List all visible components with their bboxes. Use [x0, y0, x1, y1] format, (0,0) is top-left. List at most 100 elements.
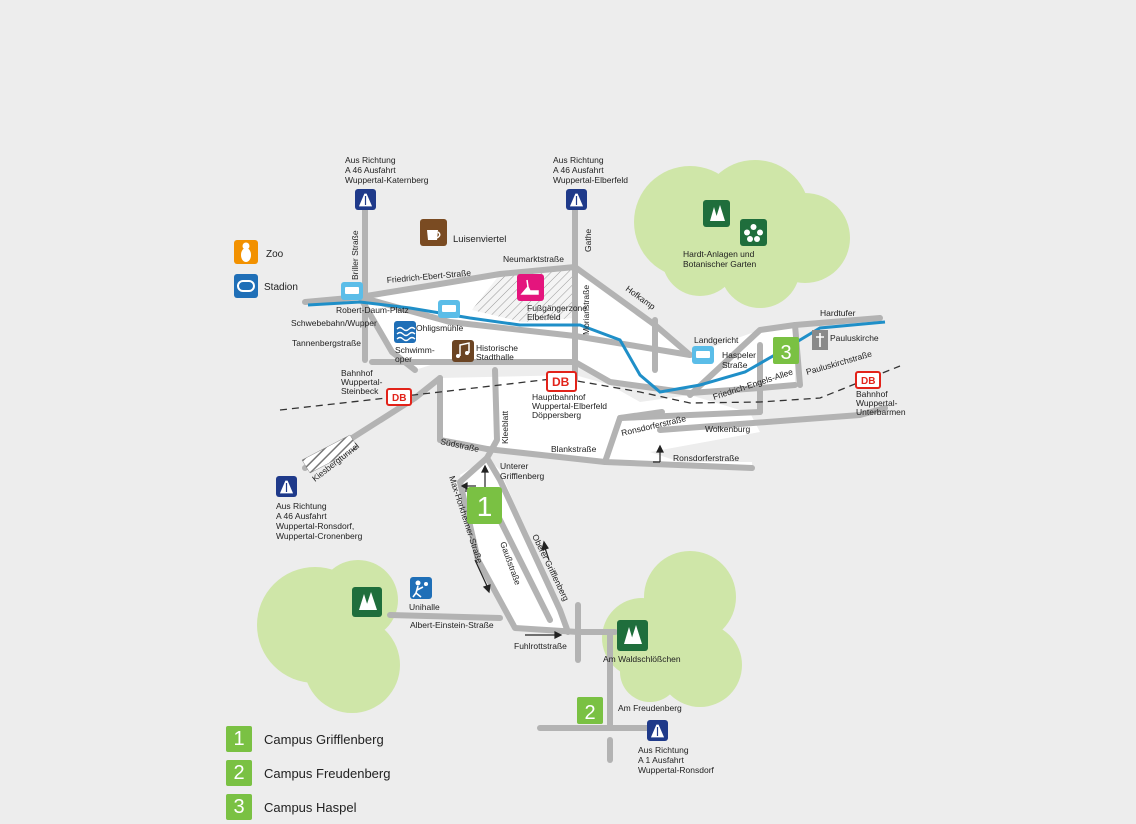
place-label-fussgaengerzone: Elberfeld [527, 312, 561, 322]
direction-line: A 46 Ausfahrt [276, 511, 327, 521]
direction-ronsdorf-cronenberg: Aus Richtung A 46 Ausfahrt Wuppertal-Ron… [276, 501, 363, 541]
legend-item-campus-2[interactable]: 2 Campus Freudenberg [226, 756, 526, 790]
legend-number: 3 [226, 794, 252, 820]
church-icon [812, 330, 828, 350]
station-label-steinbeck: Steinbeck [341, 386, 379, 396]
legend-label: Campus Haspel [264, 799, 357, 815]
suspension-railway-icon [438, 300, 460, 318]
db-station-icon: DB [855, 371, 881, 389]
place-label-luisenviertel: Luisenviertel [453, 234, 506, 245]
station-label-hauptbahnhof: Hauptbahnhof [532, 392, 586, 402]
place-label-unterer-grifflenberg: Grifflenberg [500, 471, 545, 481]
place-label-haspeler-strasse: Haspeler [722, 350, 756, 360]
road-label-morianstrasse: Morianstraße [581, 285, 591, 335]
campus-marker-1[interactable]: 1 [467, 487, 502, 524]
direction-line: Wuppertal-Elberfeld [553, 175, 628, 185]
direction-line: Wuppertal-Ronsdorf [638, 765, 715, 775]
motorway-icon [355, 189, 376, 210]
campus-marker-3[interactable]: 3 [773, 337, 799, 364]
swimming-icon [394, 321, 416, 343]
road-label-ronsdorferstrasse-2: Ronsdorferstraße [673, 453, 739, 463]
direction-ronsdorf-a1: Aus Richtung A 1 Ausfahrt Wuppertal-Rons… [638, 745, 715, 775]
road-label-robert-daum-platz: Robert-Daum-Platz [336, 305, 409, 315]
direction-line: Aus Richtung [553, 155, 604, 165]
road-label-albert-einstein: Albert-Einstein-Straße [410, 620, 494, 630]
place-label-haspeler-strasse: Straße [722, 360, 748, 370]
road-label-gathe: Gathe [583, 229, 593, 252]
db-station-icon: DB [546, 371, 577, 392]
road-label-schwebebahn: Schwebebahn/Wupper [291, 318, 377, 328]
place-label-unterer-grifflenberg: Unterer [500, 461, 529, 471]
db-label: DB [392, 393, 406, 404]
sports-hall-icon [410, 577, 432, 599]
place-label-stadthalle: Historische [476, 343, 518, 353]
db-station-icon: DB [386, 388, 412, 406]
legend-number: 2 [226, 760, 252, 786]
place-label-hardt: Botanischer Garten [683, 259, 757, 269]
legend-item-campus-3[interactable]: 3 Campus Haspel [226, 790, 526, 824]
place-label-zoo: Zoo [266, 249, 284, 260]
road-label-briller-strasse: Briller Straße [350, 230, 360, 280]
place-label-hardt: Hardt-Anlagen und [683, 249, 755, 259]
station-label-unterbarmen: Bahnhof [856, 389, 888, 399]
direction-line: A 46 Ausfahrt [345, 165, 396, 175]
motorway-icon [566, 189, 587, 210]
db-label: DB [861, 376, 875, 387]
direction-line: Wuppertal-Cronenberg [276, 531, 363, 541]
motorway-icon [647, 720, 668, 741]
park-hardt [634, 160, 850, 308]
road-label-fuhlrottstrasse: Fuhlrottstraße [514, 641, 567, 651]
legend-item-campus-1[interactable]: 1 Campus Grifflenberg [226, 722, 526, 756]
road-label-hardtufer: Hardtufer [820, 308, 856, 318]
road-label-tannenbergstrasse: Tannenbergstraße [292, 338, 361, 348]
road-label-wolkenburg: Wolkenburg [705, 424, 750, 434]
station-label-steinbeck: Bahnhof [341, 368, 373, 378]
campus-marker-number: 3 [780, 342, 791, 364]
forest-icon [703, 200, 730, 227]
station-label-unterbarmen: Unterbarmen [856, 407, 906, 417]
coffee-icon [420, 219, 447, 246]
direction-katernberg: Aus Richtung A 46 Ausfahrt Wuppertal-Kat… [345, 155, 429, 185]
place-label-landgericht: Landgericht [694, 335, 739, 345]
campus-marker-number: 2 [584, 702, 595, 724]
place-label-ohligsmuehle: Ohligsmühle [416, 323, 464, 333]
direction-line: Aus Richtung [276, 501, 327, 511]
legend: 1 Campus Grifflenberg 2 Campus Freudenbe… [226, 722, 526, 824]
road-label-blankstrasse: Blankstraße [551, 444, 597, 454]
stadium-icon [234, 274, 258, 298]
place-label-unihalle: Unihalle [409, 602, 440, 612]
place-label-schwimmoper: oper [395, 354, 412, 364]
road-label-am-freudenberg: Am Freudenberg [618, 703, 682, 713]
forest-icon [352, 587, 382, 617]
direction-line: Wuppertal-Katernberg [345, 175, 429, 185]
direction-line: Wuppertal-Ronsdorf, [276, 521, 354, 531]
legend-label: Campus Grifflenberg [264, 731, 384, 747]
legend-label: Campus Freudenberg [264, 765, 391, 781]
forest-icon [617, 620, 648, 651]
road-label-kleeblatt: Kleeblatt [500, 410, 510, 444]
station-label-unterbarmen: Wuppertal- [856, 398, 898, 408]
campus-marker-2[interactable]: 2 [577, 697, 603, 724]
direction-line: Aus Richtung [638, 745, 689, 755]
place-label-stadthalle: Stadthalle [476, 352, 514, 362]
station-label-hauptbahnhof: Wuppertal-Elberfeld [532, 401, 607, 411]
kiesbergtunnel [301, 434, 359, 474]
campus-marker-number: 1 [477, 491, 493, 522]
music-icon [452, 340, 474, 362]
park-unihalle [257, 560, 400, 713]
legend-number: 1 [226, 726, 252, 752]
flower-icon [740, 219, 767, 246]
motorway-icon [276, 476, 297, 497]
place-label-fussgaengerzone: Fußgängerzone [527, 303, 587, 313]
suspension-railway-icon [692, 346, 714, 364]
place-label-stadion: Stadion [264, 282, 298, 293]
railway-line [279, 365, 901, 411]
direction-line: Aus Richtung [345, 155, 396, 165]
place-label-schwimmoper: Schwimm- [395, 345, 435, 355]
direction-line: A 46 Ausfahrt [553, 165, 604, 175]
place-label-pauluskirche: Pauluskirche [830, 333, 879, 343]
one-way-arrows [460, 444, 664, 639]
zoo-icon [234, 240, 258, 264]
shoe-icon [517, 274, 544, 301]
